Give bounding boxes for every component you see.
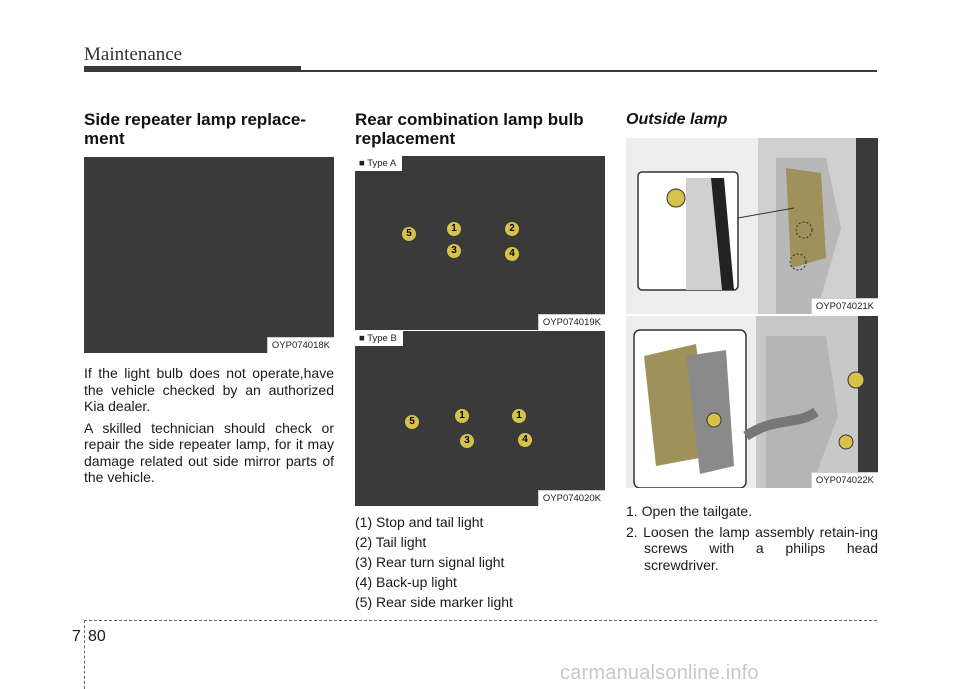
outside-lamp-heading: Outside lamp — [626, 111, 728, 128]
paragraph: A skilled technician should check or rep… — [84, 419, 334, 486]
outside-lamp-figure-2: OYP074022K — [626, 316, 878, 488]
outside-lamp-figure-1: OYP074021K — [626, 138, 878, 314]
figure-code: OYP074022K — [810, 472, 878, 488]
figure-code: OYP074020K — [537, 490, 605, 506]
figure-code: OYP074019K — [537, 314, 605, 330]
list-item: (2) Tail light — [355, 534, 427, 550]
section-title: Maintenance — [84, 44, 183, 65]
list-item: 1. Open the tailgate. — [626, 503, 753, 519]
footer-divider — [84, 620, 85, 689]
rear-combination-heading: Rear combination lamp bulb replacement — [355, 110, 584, 148]
figure-code: OYP074018K — [266, 337, 334, 353]
list-item: (5) Rear side marker light — [355, 594, 513, 610]
footer-line — [84, 620, 877, 621]
callout: 3 — [460, 434, 474, 448]
page-number: 80 — [88, 628, 106, 645]
rear-combination-column: Rear combination lamp bulb replacement — [355, 110, 605, 148]
list-item: (1) Stop and tail light — [355, 514, 484, 530]
side-repeater-heading: Side repeater lamp replace- ment — [84, 110, 307, 148]
callout: 3 — [447, 244, 461, 258]
list-item: (3) Rear turn signal light — [355, 554, 505, 570]
list-item: (4) Back-up light — [355, 574, 457, 590]
callout: 4 — [505, 247, 519, 261]
callout: 5 — [405, 415, 419, 429]
callout: 1 — [447, 222, 461, 236]
type-a-label: ■ Type A — [355, 156, 403, 171]
paragraph: If the light bulb does not operate,have … — [84, 365, 334, 414]
side-repeater-column: Side repeater lamp replace- ment — [84, 110, 334, 148]
side-repeater-text: If the light bulb does not operate,have … — [84, 365, 334, 486]
callout: 1 — [512, 409, 526, 423]
callout: 1 — [455, 409, 469, 423]
side-repeater-figure: OYP074018K — [84, 157, 334, 353]
list-item: 2. Loosen the lamp assembly retain-ing s… — [626, 523, 878, 573]
figure-code: OYP074021K — [810, 298, 878, 314]
lamp-removal-illustration — [626, 316, 878, 488]
steps-list: 1. Open the tailgate. 2. Loosen the lamp… — [626, 503, 878, 577]
bulb-legend-list: (1) Stop and tail light (2) Tail light (… — [355, 512, 605, 612]
outside-lamp-column: Outside lamp — [626, 110, 878, 129]
tailgate-illustration — [626, 138, 878, 314]
watermark: carmanualsonline.info — [560, 662, 759, 684]
callout: 4 — [518, 433, 532, 447]
type-a-figure: ■ Type A 1 2 3 4 5 OYP074019K — [355, 156, 605, 330]
callout: 2 — [505, 222, 519, 236]
header-bar-thick — [84, 66, 301, 72]
header-bar-thin — [301, 70, 877, 72]
type-b-figure: ■ Type B 1 1 3 4 5 OYP074020K — [355, 331, 605, 506]
callout: 5 — [402, 227, 416, 241]
chapter-number: 7 — [72, 628, 81, 645]
type-b-label: ■ Type B — [355, 331, 403, 346]
